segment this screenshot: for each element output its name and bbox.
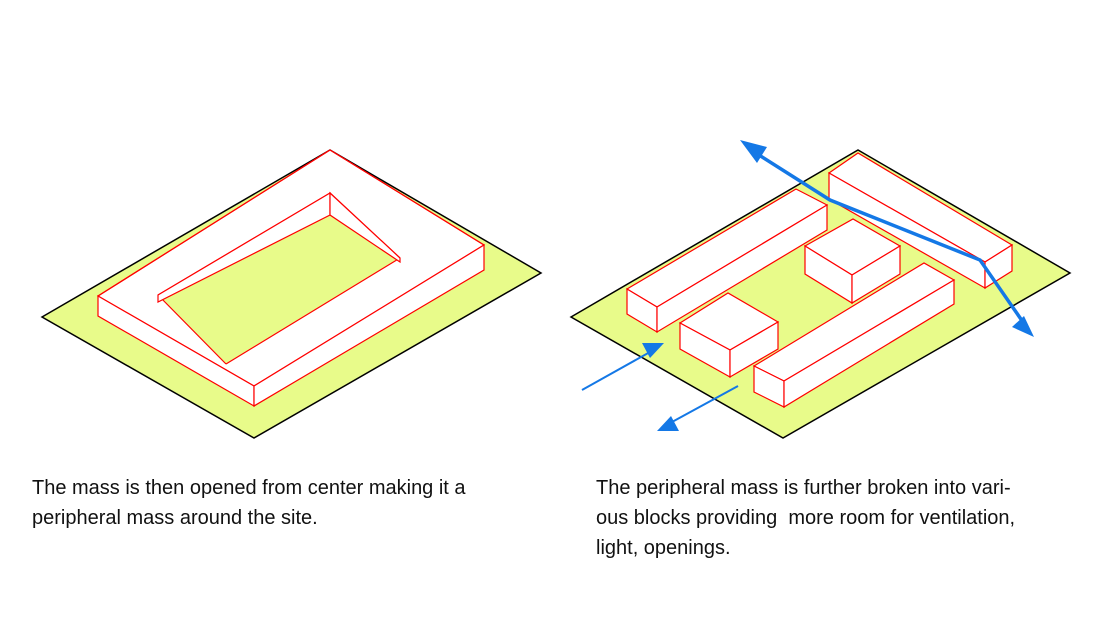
ring-top-back-edge [97, 149, 331, 297]
ring-mass [96, 149, 486, 408]
ring-inner-edge [157, 294, 227, 365]
wind-flow-arrow-icon [740, 140, 1034, 337]
ventilation-arrows [581, 140, 1034, 431]
wind-flow-arrow-icon [581, 343, 664, 391]
caption-right-line: ous blocks providing more room for venti… [596, 507, 1016, 529]
ring-inner-edge [225, 257, 401, 365]
block-long-front [752, 262, 956, 409]
ring-inner-wall [329, 191, 401, 264]
caption-left-line: peripheral mass around the site. [32, 507, 318, 529]
caption-left-line: The mass is then opened from center maki… [32, 477, 466, 499]
wind-flow-arrow-icon [657, 385, 739, 431]
peripheral-mass-diagram [40, 149, 543, 439]
caption-left: The mass is then opened from center maki… [32, 473, 552, 533]
block-long-left [625, 188, 829, 334]
courtyard [158, 193, 400, 364]
caption-right: The peripheral mass is further broken in… [596, 473, 1096, 563]
block-small-front [678, 292, 780, 379]
broken-blocks-diagram [569, 140, 1072, 439]
caption-right-line: The peripheral mass is further broken in… [596, 477, 1011, 499]
ring-outer-wall-right [253, 243, 485, 408]
block-small-center [803, 218, 902, 305]
caption-right-line: light, openings. [596, 537, 731, 559]
ring-top-back-edge [329, 149, 485, 246]
